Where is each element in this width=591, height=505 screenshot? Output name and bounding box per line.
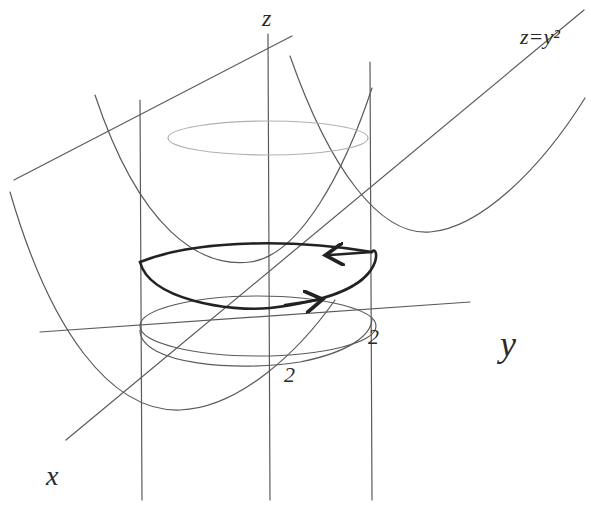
- base-circle: [140, 318, 372, 366]
- cylinder-side: [140, 100, 142, 500]
- axis-label: 2: [368, 326, 379, 348]
- parabola: [95, 88, 372, 263]
- intersection-curve: [140, 250, 376, 308]
- axis-label: 2: [284, 364, 295, 386]
- x-axis: [66, 10, 584, 440]
- axis-label: x: [46, 462, 58, 490]
- axis-label: y: [500, 326, 516, 362]
- direction-arrow: [285, 300, 318, 305]
- intersection-curve: [140, 243, 372, 262]
- direction-arrow: [330, 252, 372, 255]
- ellipse: [168, 121, 368, 155]
- parabola: [290, 56, 585, 232]
- z-axis: [268, 34, 270, 500]
- base-circle: [140, 296, 376, 356]
- cylinder-side: [370, 62, 372, 500]
- axis-label: z=y²: [520, 26, 560, 48]
- axis-label: z: [262, 6, 271, 30]
- y-axis: [40, 302, 470, 332]
- plane-edge: [14, 36, 292, 180]
- parabola: [10, 192, 335, 410]
